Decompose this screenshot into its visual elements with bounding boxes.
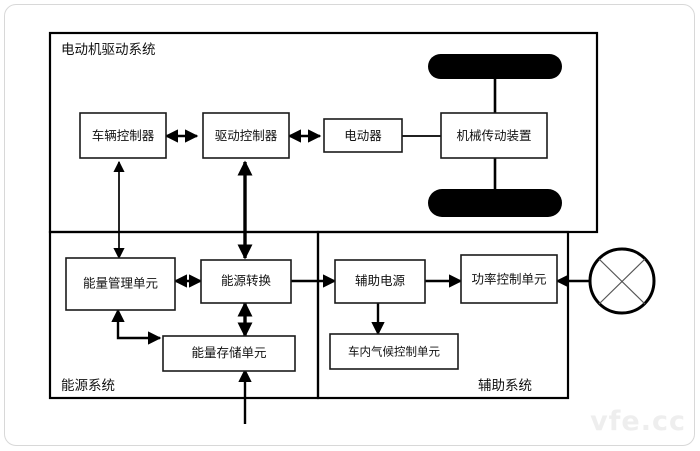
node-mechanical-transmission[interactable]: 机械传动装置 [440, 112, 548, 159]
node-energy-management-unit[interactable]: 能量管理单元 [65, 257, 176, 311]
node-label-drive-controller: 驱动控制器 [215, 128, 278, 143]
link-energy-management-energy-storage [111, 308, 162, 345]
group-label-energy-system: 能源系统 [61, 378, 115, 394]
node-label-power-control-unit: 功率控制单元 [471, 272, 546, 287]
node-auxiliary-power[interactable]: 辅助电源 [334, 259, 426, 304]
node-motor[interactable]: 电动器 [323, 118, 403, 153]
node-vehicle-controller[interactable]: 车辆控制器 [79, 112, 167, 159]
node-label-energy-conversion: 能源转换 [221, 273, 272, 288]
node-label-cabin-climate-control: 车内气候控制单元 [348, 345, 440, 359]
node-energy-storage-unit[interactable]: 能量存储单元 [162, 335, 296, 372]
node-label-energy-management-unit: 能量管理单元 [83, 276, 158, 291]
node-label-energy-storage-unit: 能量存储单元 [191, 345, 266, 360]
node-label-auxiliary-power: 辅助电源 [355, 273, 406, 288]
group-label-drive-system: 电动机驱动系统 [61, 42, 156, 58]
node-label-motor: 电动器 [344, 128, 382, 143]
wheel-icon-bottom [428, 189, 562, 217]
node-energy-conversion[interactable]: 能源转换 [200, 259, 292, 304]
node-drive-controller[interactable]: 驱动控制器 [202, 112, 290, 159]
steering-wheel-spoke-b [598, 258, 646, 305]
node-cabin-climate-control[interactable]: 车内气候控制单元 [329, 333, 459, 370]
page-border [4, 4, 695, 446]
group-frame-energy-system [48, 230, 320, 400]
group-frame-auxiliary-system [316, 230, 570, 400]
node-label-mechanical-transmission: 机械传动装置 [456, 128, 531, 143]
node-power-control-unit[interactable]: 功率控制单元 [460, 254, 558, 304]
node-label-vehicle-controller: 车辆控制器 [92, 128, 155, 143]
watermark: vfe.cc [590, 406, 686, 437]
wheel-icon-top [428, 54, 562, 79]
group-label-auxiliary-system: 辅助系统 [478, 378, 532, 394]
